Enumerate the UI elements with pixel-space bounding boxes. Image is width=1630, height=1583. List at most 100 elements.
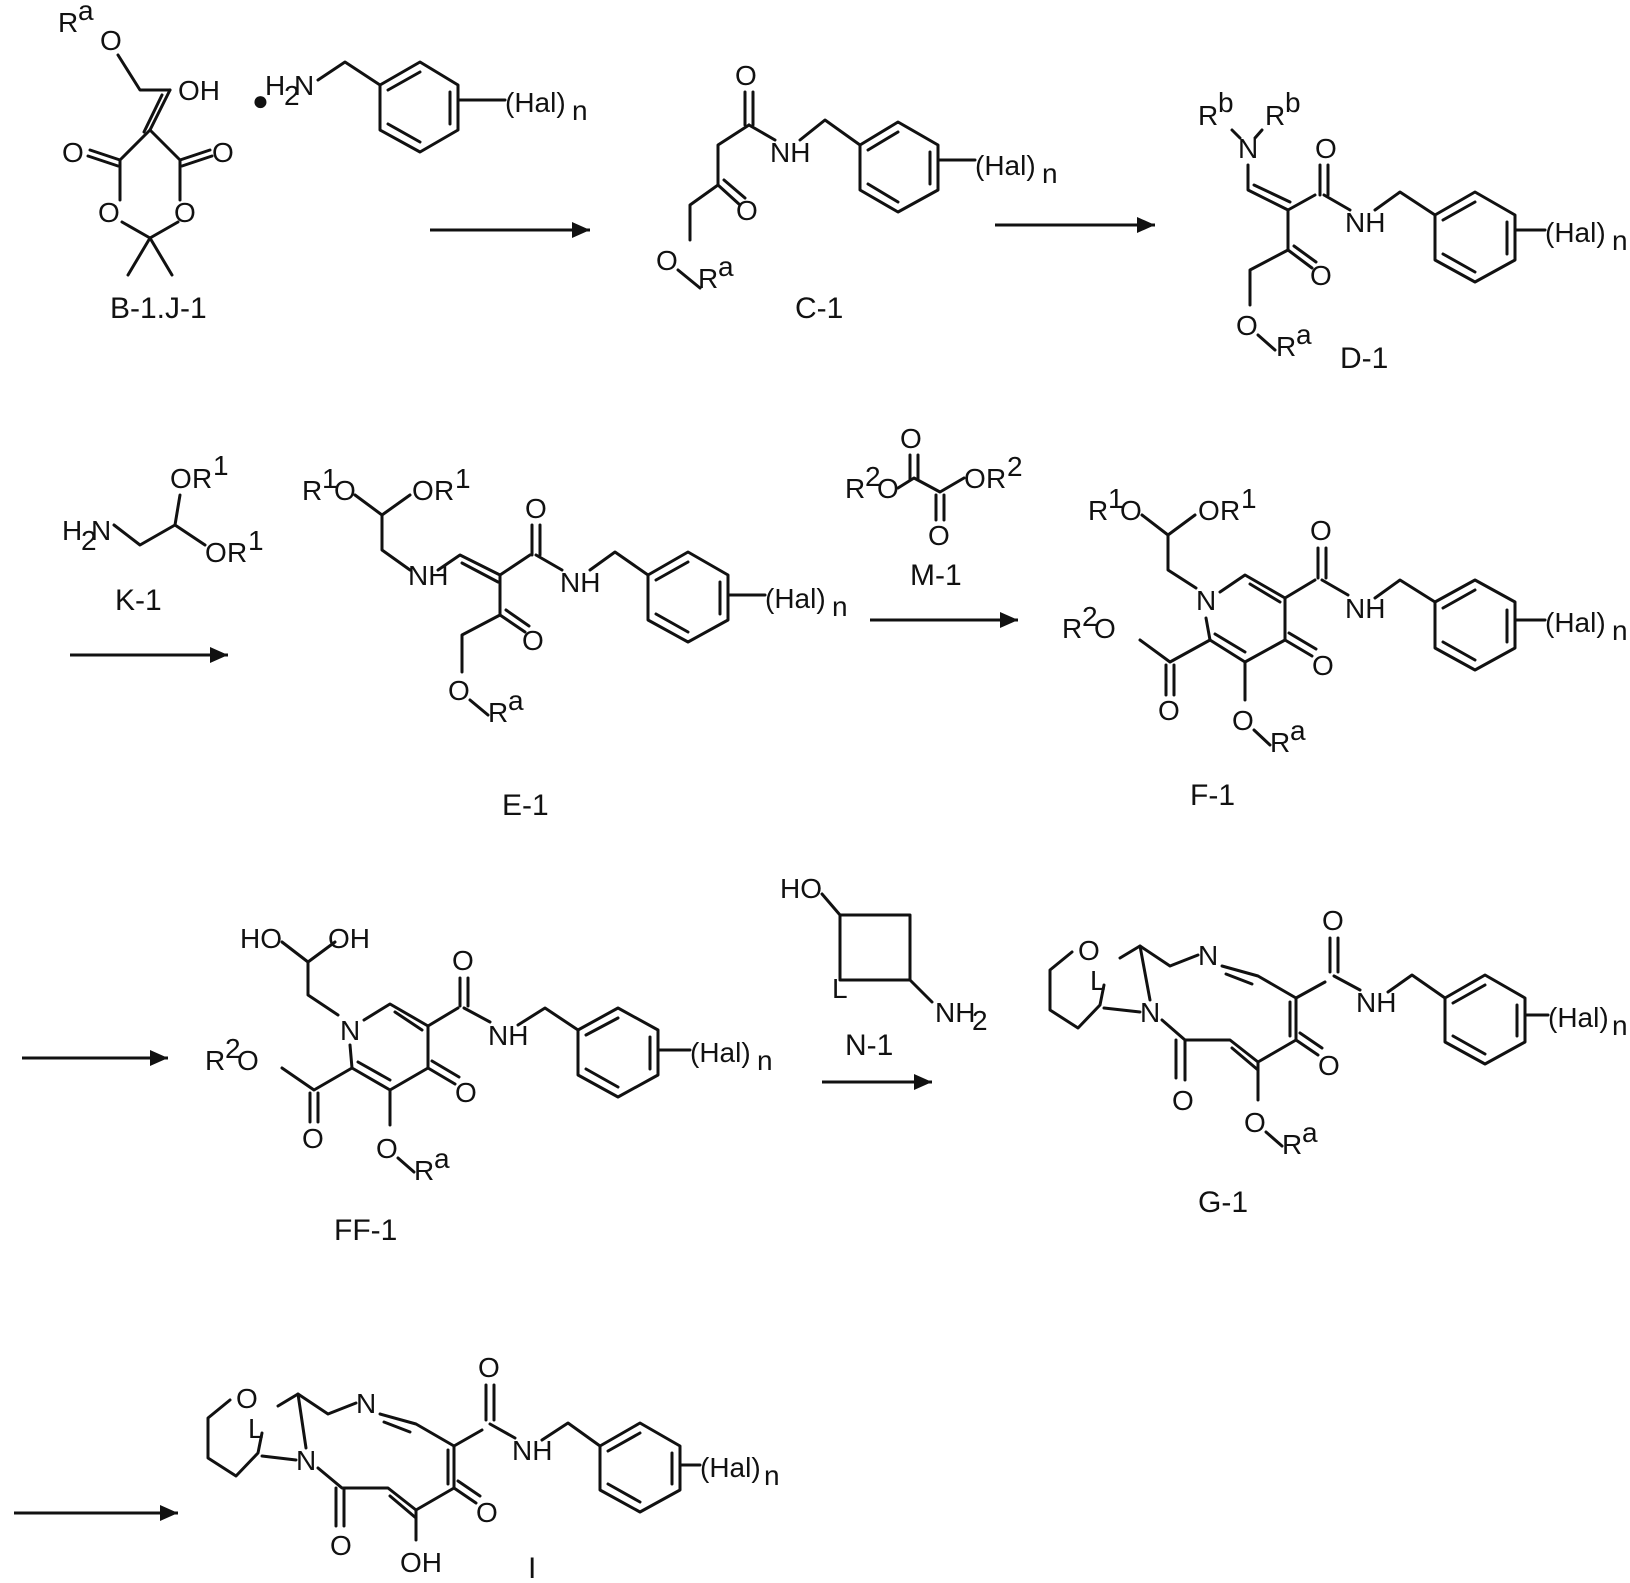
atom-label: O (736, 195, 758, 226)
atom-label: NH (488, 1020, 528, 1051)
compound-f1: R 1 O O R 1 N O NH (Hal) n O O R a R 2 O… (1062, 483, 1628, 812)
atom-label: O (964, 463, 986, 494)
superscript: a (508, 685, 524, 716)
subscript: n (757, 1045, 773, 1076)
atom-label: O (334, 475, 356, 506)
subscript: n (832, 591, 848, 622)
atom-label: O (1158, 695, 1180, 726)
atom-label: O (1172, 1085, 1194, 1116)
atom-label: O (455, 1077, 477, 1108)
atom-label: R (1276, 331, 1296, 362)
compound-g1: O L N N O O O R a O NH (Hal) n G-1 (1050, 905, 1628, 1219)
subscript: n (1612, 615, 1628, 646)
atom-label: NH (935, 997, 975, 1028)
atom-label: (Hal) (690, 1037, 751, 1068)
atom-label: O (212, 137, 234, 168)
subscript: n (764, 1460, 780, 1491)
atom-label: NH (560, 567, 600, 598)
atom-label: R (58, 7, 78, 38)
atom-label: N (1198, 940, 1218, 971)
atom-label: R (698, 263, 718, 294)
compound-c1: O NH (Hal) n O O R a C-1 (656, 60, 1058, 325)
atom-label: OH (178, 75, 220, 106)
atom-label: (Hal) (975, 150, 1036, 181)
compound-label-e1: E-1 (502, 789, 549, 822)
compound-label-d1: D-1 (1340, 342, 1388, 375)
atom-label: N (294, 70, 314, 101)
atom-label: O (1312, 650, 1334, 681)
atom-label: OH (328, 923, 370, 954)
atom-label: O (62, 137, 84, 168)
atom-label: NH (1345, 593, 1385, 624)
subscript: 2 (972, 1005, 988, 1036)
atom-label: O (522, 625, 544, 656)
compound-label-m1: M-1 (910, 559, 962, 592)
atom-label: O (236, 1383, 258, 1414)
atom-label: N (296, 1445, 316, 1476)
superscript: b (1285, 87, 1301, 118)
superscript: 2 (1007, 451, 1023, 482)
atom-label: L (832, 973, 848, 1004)
compound-label-b1j1: B-1.J-1 (110, 292, 207, 325)
compound-label-i: I (528, 1552, 536, 1583)
atom-label: R (1198, 100, 1218, 131)
atom-label: O (1310, 515, 1332, 546)
atom-label: O (330, 1530, 352, 1561)
atom-label: N (1196, 585, 1216, 616)
atom-label: O (1232, 705, 1254, 736)
atom-label: O (476, 1497, 498, 1528)
atom-label: N (356, 1388, 376, 1419)
compound-d1: R b R b N O NH (Hal) n O O R a D-1 (1198, 87, 1628, 375)
atom-label: O (900, 423, 922, 454)
atom-label: O (1120, 495, 1142, 526)
atom-label: R (986, 463, 1006, 494)
superscript: a (718, 251, 734, 282)
atom-label: H (62, 515, 82, 546)
atom-label: O (928, 520, 950, 551)
atom-label: O (1094, 613, 1116, 644)
compound-label-ff1: FF-1 (334, 1214, 397, 1247)
atom-label: (Hal) (1545, 607, 1606, 638)
atom-label: O (1315, 133, 1337, 164)
atom-label: O (525, 493, 547, 524)
atom-label: O (1244, 1107, 1266, 1138)
atom-label: NH (1345, 207, 1385, 238)
superscript: 1 (248, 525, 264, 556)
atom-label: R (488, 697, 508, 728)
atom-label: (Hal) (700, 1452, 761, 1483)
subscript: n (1612, 225, 1628, 256)
atom-label: O (478, 1352, 500, 1383)
atom-label: O (376, 1133, 398, 1164)
atom-label: R (192, 463, 212, 494)
atom-label: N (1140, 997, 1160, 1028)
superscript: a (78, 0, 94, 26)
atom-label: O (1318, 1050, 1340, 1081)
atom-label: O (205, 537, 227, 568)
compound-benzylamine: H 2 N (Hal) n (265, 62, 588, 152)
superscript: a (434, 1143, 450, 1174)
atom-label: R (1282, 1129, 1302, 1160)
atom-label: O (452, 945, 474, 976)
atom-label: N (340, 1015, 360, 1046)
superscript: 1 (213, 450, 229, 481)
atom-label: R (434, 475, 454, 506)
compound-label-k1: K-1 (115, 584, 162, 617)
atom-label: R (205, 1045, 225, 1076)
atom-label: O (1078, 935, 1100, 966)
atom-label: R (414, 1155, 434, 1186)
atom-label: O (1198, 495, 1220, 526)
atom-label: NH (408, 560, 448, 591)
compound-label-f1: F-1 (1190, 779, 1235, 812)
superscript: 1 (455, 463, 471, 494)
atom-label: HO (240, 923, 282, 954)
atom-label: O (302, 1123, 324, 1154)
atom-label: R (1220, 495, 1240, 526)
atom-label: R (302, 475, 322, 506)
atom-label: H (265, 70, 285, 101)
compound-b1j1: R a O OH O O O O B-1.J-1 (58, 0, 234, 325)
superscript: b (1218, 87, 1234, 118)
atom-label: HO (780, 873, 822, 904)
atom-label: (Hal) (1545, 217, 1606, 248)
compound-e1: R 1 O O R 1 NH O NH (Hal) n O O R a E-1 (302, 463, 848, 822)
